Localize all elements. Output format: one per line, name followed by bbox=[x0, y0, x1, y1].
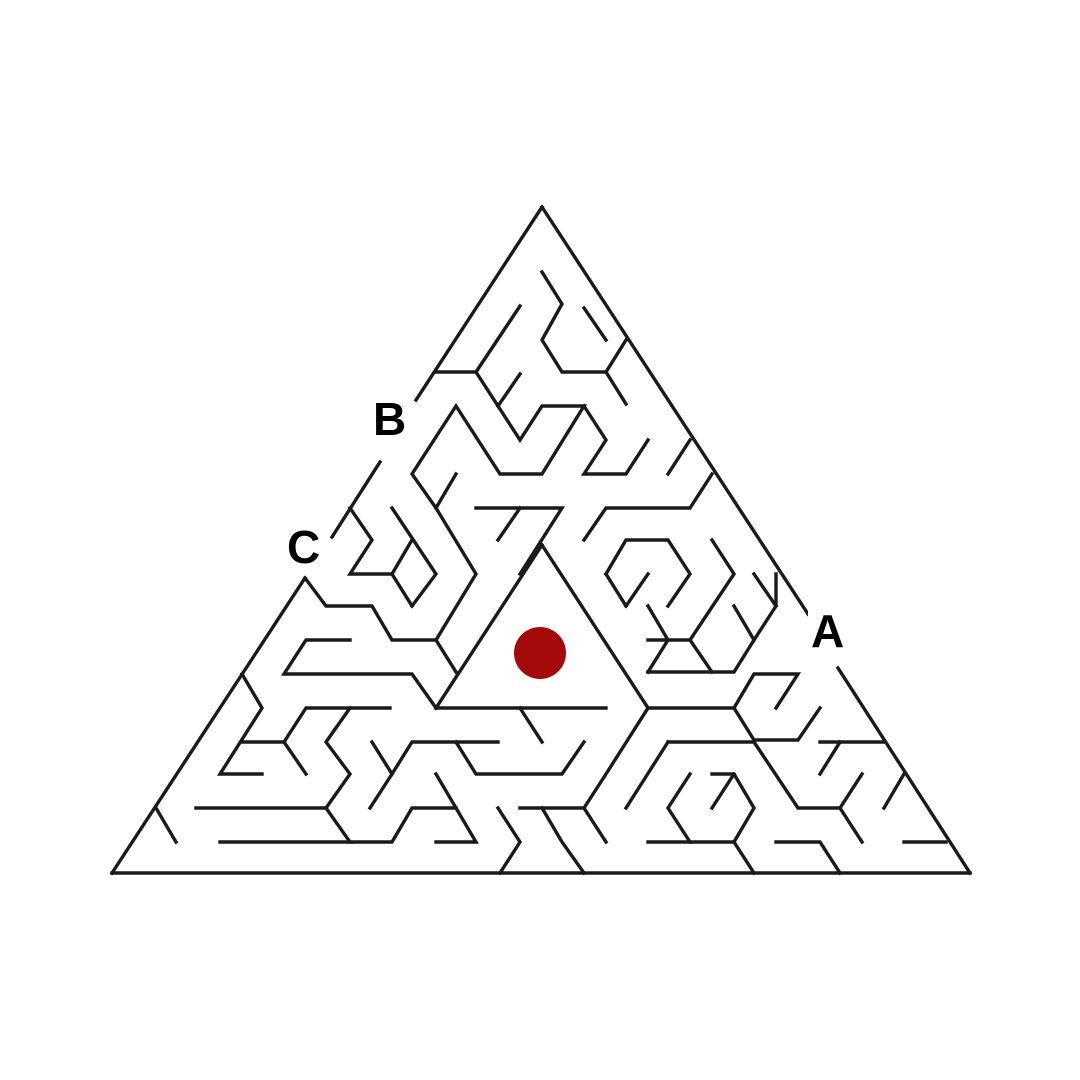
entrance-label-b: B bbox=[370, 396, 410, 442]
maze-outer-walls bbox=[109, 204, 973, 876]
entrance-label-a: A bbox=[808, 608, 848, 654]
entrance-label-c: C bbox=[284, 524, 324, 570]
maze-inner-walls bbox=[153, 269, 948, 876]
maze-center-chamber bbox=[433, 542, 651, 711]
goal-dot-icon bbox=[514, 627, 566, 679]
